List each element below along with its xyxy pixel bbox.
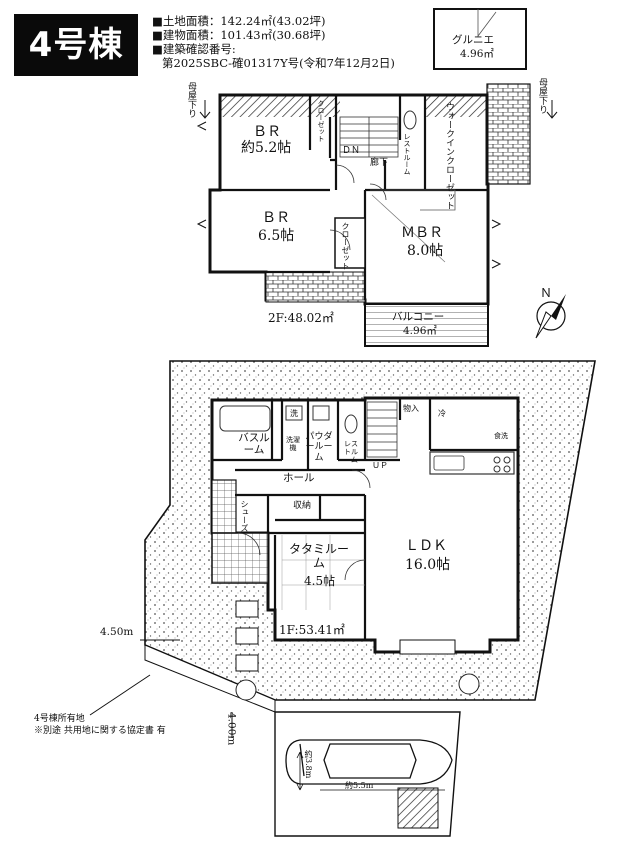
storage-label: 収納: [293, 501, 312, 511]
hall-1f-label: ホール: [283, 472, 315, 484]
garden-room-label: グルニエ: [452, 34, 494, 46]
building-area: ■建物面積：101.43㎡(30.68坪): [152, 28, 326, 42]
second-floor-plan: [196, 8, 558, 347]
parking-length-label: 約3.8m: [304, 750, 313, 779]
br2-size: 6.5帖: [258, 228, 295, 244]
building-info: ■土地面積：142.24㎡(43.02坪) ■建物面積：101.43㎡(30.6…: [152, 14, 395, 70]
wash-label: 洗: [290, 409, 298, 418]
balcony-outline: [364, 303, 489, 347]
tatami-room-size: 4.5帖: [304, 574, 336, 588]
br2-name: ＢＲ: [262, 210, 290, 226]
site-width-label: 4.50m: [100, 626, 134, 638]
restroom-1f-label: レストルーム: [344, 440, 358, 465]
building-title: 4号棟: [14, 14, 138, 76]
dishwasher-label: 食洗: [494, 432, 508, 440]
balcony-label: バルコニー: [392, 311, 445, 323]
balcony-area: 4.96㎡: [403, 325, 437, 337]
laundry-label: 洗濯機: [286, 436, 300, 453]
shoes-label: シューズ: [240, 500, 249, 532]
site-plan: [89, 360, 596, 837]
down-label: ＤＮ: [342, 146, 361, 156]
parking-width-label: 約5.5m: [345, 781, 374, 790]
hall-2f-label: 廊下: [370, 158, 389, 168]
ldk-size: 16.0帖: [405, 557, 451, 573]
cert-label: ■建築確認番号:: [152, 42, 236, 56]
roof-label-right: 母屋下り: [537, 78, 547, 114]
fridge-label: 冷: [438, 409, 446, 418]
garden-room-outline: [433, 8, 527, 70]
closet-a-label: クローゼット: [317, 100, 325, 142]
site-note-line1: 4号棟所有地: [34, 714, 85, 724]
restroom-2f-label: レストルーム: [403, 133, 411, 175]
up-label: ＵＰ: [372, 461, 388, 470]
closet-b-label: クローゼット: [341, 222, 350, 270]
mbr-size: 8.0帖: [407, 243, 444, 259]
bath-label: バスルーム: [238, 432, 270, 457]
brick-strip: [486, 83, 531, 185]
first-floor-area: 1F:53.41㎡: [279, 623, 345, 637]
cert-number: 第2025SBC-確01317Y号(令和7年12月2日): [162, 56, 395, 70]
walkin-closet-label: ウォークインクローゼット: [444, 102, 454, 210]
tatami-room-name: タタミルーム: [288, 542, 349, 570]
roof-overhang-right: [425, 95, 487, 117]
site-depth-label: 4.00m: [225, 712, 238, 746]
land-area: ■土地面積：142.24㎡(43.02坪): [152, 14, 326, 28]
roof-label-left: 母屋下り: [186, 82, 196, 118]
br1-size: 約5.2帖: [241, 140, 292, 156]
compass-rose: [535, 294, 566, 339]
storage-small-label: 物入: [403, 404, 419, 413]
garden-room-area: 4.96㎡: [460, 48, 494, 60]
br1-name: ＢＲ: [253, 124, 281, 140]
site-note-line2: ※別途 共用地に関する協定書 有: [34, 726, 166, 736]
car-outline: [285, 739, 453, 785]
powder-room-label: パウダールーム: [305, 432, 333, 463]
ldk-name: ＬＤＫ: [405, 538, 447, 554]
second-floor-area: 2F:48.02㎡: [268, 311, 334, 325]
compass-north-label: Ｎ: [540, 286, 553, 300]
mbr-name: ＭＢＲ: [401, 225, 443, 241]
